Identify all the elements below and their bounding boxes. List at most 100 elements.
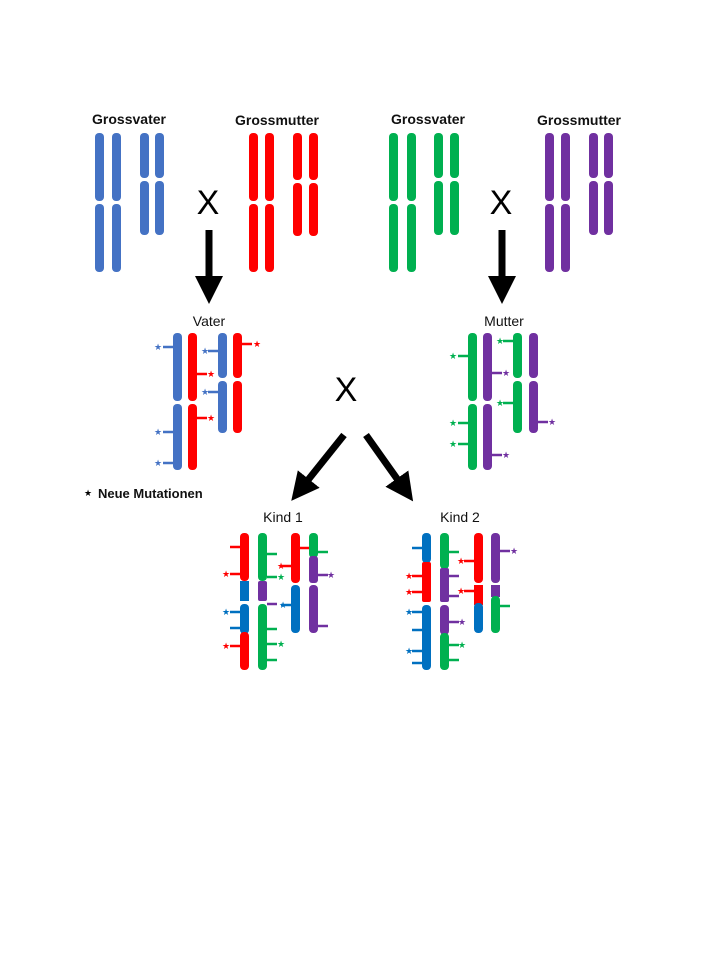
chromosome: [112, 204, 121, 272]
mutation-star-icon: ★: [449, 419, 457, 429]
chromosome: [265, 133, 274, 201]
mutation-star-icon: ★: [279, 601, 287, 611]
mutation-star-icon: ★: [277, 573, 285, 583]
chromosome: [440, 605, 449, 635]
mutation-star-icon: ★: [449, 352, 457, 362]
chromosome: [491, 585, 500, 597]
chromosome-segment: [474, 603, 483, 633]
chromosome: [529, 381, 538, 433]
chromosome: [291, 533, 300, 583]
mutation-star-icon: ★: [510, 547, 518, 557]
father-label: Vater: [193, 313, 226, 329]
chromosome-segment: [240, 581, 249, 601]
arrow-down-left-icon: [291, 432, 347, 501]
mutation-star-icon: ★: [207, 414, 215, 424]
arrow-down-right-icon: [363, 432, 414, 502]
mutation-star-icon: ★: [222, 570, 230, 580]
mutation-star-icon: ★: [458, 618, 466, 628]
mutation-star-icon: ★: [496, 399, 504, 409]
chromosome: [188, 333, 197, 401]
legend-star-icon: ★: [84, 489, 92, 499]
chromosome: [450, 133, 459, 178]
child2-chromosomes: ★ ★ ★ ★ ★ ★ ★ ★ ★: [405, 533, 518, 670]
mutation-star-icon: ★: [548, 418, 556, 428]
chromosome: [218, 381, 227, 433]
mutation-star-icon: ★: [502, 369, 510, 379]
chromosome: [434, 181, 443, 235]
mother-label: Mutter: [484, 313, 524, 329]
cross-symbol-paternal: X: [197, 184, 220, 222]
child2-label: Kind 2: [440, 509, 480, 525]
chromosome: [561, 133, 570, 201]
chromosome: [309, 585, 318, 633]
mutation-star-icon: ★: [405, 588, 413, 598]
mutation-star-icon: ★: [154, 343, 162, 353]
chromosome-segment: [440, 633, 449, 670]
chromosome: [468, 404, 477, 470]
mutation-star-icon: ★: [207, 370, 215, 380]
grandmother-paternal-chromosomes: [249, 133, 318, 272]
father-chromosomes: ★ ★ ★ ★ ★ ★ ★ ★: [154, 333, 261, 470]
chromosome: [155, 133, 164, 178]
mutation-star-icon: ★: [405, 572, 413, 582]
chromosome: [155, 181, 164, 235]
chromosome: [233, 333, 242, 378]
chromosome: [468, 333, 477, 401]
chromosome-segment: [440, 568, 449, 602]
grandfather-paternal-chromosomes: [95, 133, 164, 272]
mutation-star-icon: ★: [405, 608, 413, 618]
child1-chromosomes: ★ ★ ★ ★ ★ ★ ★ ★: [222, 533, 335, 670]
chromosome: [291, 585, 300, 633]
mutation-star-icon: ★: [222, 608, 230, 618]
mutation-star-icon: ★: [327, 571, 335, 581]
chromosome-segment: [240, 632, 249, 670]
chromosome: [474, 533, 483, 583]
chromosome: [95, 133, 104, 201]
chromosome: [589, 181, 598, 235]
mutation-star-icon: ★: [154, 428, 162, 438]
chromosome: [434, 133, 443, 178]
chromosome-segment: [258, 581, 267, 601]
chromosome: [265, 204, 274, 272]
grandfather-maternal-chromosomes: [389, 133, 459, 272]
chromosome: [450, 181, 459, 235]
legend-text: Neue Mutationen: [98, 486, 203, 501]
grandmother-maternal-chromosomes: [545, 133, 613, 272]
chromosome: [95, 204, 104, 272]
mutation-star-icon: ★: [449, 440, 457, 450]
chromosome: [309, 533, 318, 558]
grandfather-paternal-label: Grossvater: [92, 111, 166, 127]
cross-symbol-parents: X: [335, 371, 358, 409]
chromosome: [258, 533, 267, 581]
chromosome: [389, 204, 398, 272]
chromosome: [589, 133, 598, 178]
mutation-star-icon: ★: [277, 562, 285, 572]
chromosome: [604, 133, 613, 178]
chromosome-segment: [422, 562, 431, 602]
chromosome: [309, 133, 318, 180]
chromosome: [240, 604, 249, 634]
chromosome: [407, 204, 416, 272]
chromosome: [218, 333, 227, 378]
chromosome: [309, 183, 318, 236]
chromosome: [440, 533, 449, 569]
chromosome: [561, 204, 570, 272]
chromosome: [491, 533, 500, 583]
mutation-star-icon: ★: [222, 642, 230, 652]
chromosome: [545, 204, 554, 272]
chromosome: [293, 183, 302, 236]
mutation-star-icon: ★: [496, 337, 504, 347]
chromosome: [483, 404, 492, 470]
chromosome-segment: [309, 556, 318, 583]
mother-chromosomes: ★ ★ ★ ★ ★ ★ ★ ★: [449, 333, 556, 470]
chromosome: [389, 133, 398, 201]
chromosome: [407, 133, 416, 201]
mutation-star-icon: ★: [405, 647, 413, 657]
mutation-star-icon: ★: [457, 587, 465, 597]
mutation-star-icon: ★: [457, 557, 465, 567]
chromosome: [249, 204, 258, 272]
chromosome: [233, 381, 242, 433]
chromosome: [422, 533, 431, 563]
chromosome: [173, 404, 182, 470]
